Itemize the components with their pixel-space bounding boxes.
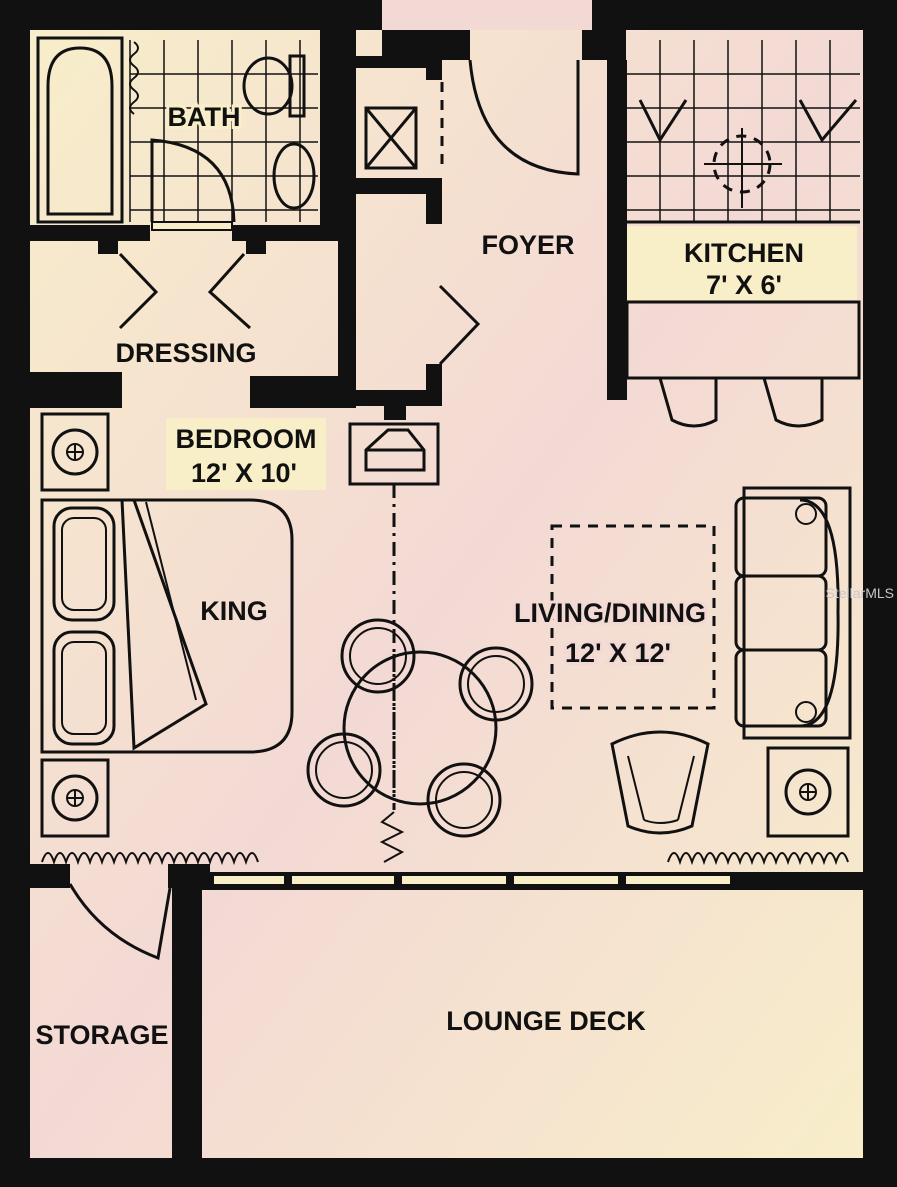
dressing-bifold-left [118,252,159,330]
kitchen-tile-grid [627,40,860,222]
watermark: StellarMLS [826,585,894,601]
kitchen-counter-left [613,127,627,223]
storage-label: STORAGE [35,1020,168,1050]
closet-jamb-2 [426,178,442,224]
outer-wall-top-left [0,0,382,30]
kitchen-dimensions: 7' X 6' [706,270,782,300]
deck-label: LOUNGE DECK [446,1006,646,1036]
bath-label: BATH [168,102,241,132]
bed-label: KING [200,596,268,626]
bed-sheet-fold [120,499,208,751]
bar-stool-2 [762,377,824,428]
heater-right [667,852,849,866]
toilet-tank [288,54,306,118]
storage-right-wall [172,880,202,1160]
bedroom-label-bg [166,418,326,490]
bathtub [36,36,124,224]
dressing-bifold-right [207,252,252,330]
outer-wall-right [863,0,897,1187]
deck: LOUNGE DECK [446,1006,646,1036]
tv-mount [384,404,406,420]
bath-fixtures: BATH [36,36,318,231]
bedroom-dimensions: 12' X 10' [191,458,297,488]
outer-wall-top-right [592,0,897,30]
entry-door-swing [468,59,580,176]
bar-stool-1 [658,377,718,428]
pillow-top [52,506,116,622]
outer-wall-left [0,0,30,1187]
end-table [766,746,850,838]
toilet-bowl [242,56,294,116]
area-rug [550,524,716,710]
entry-jamb-right [582,30,626,60]
bath-bottom-wall [30,225,150,241]
living-fixtures: LIVING/DINING 12' X 12' [306,486,852,866]
bedroom-label: BEDROOM [176,424,317,454]
dressing-bottom-wall-left [30,372,122,408]
storage-door-swing [68,883,172,961]
sofa [742,486,852,740]
dining-table [342,650,498,806]
closet-bottom-wall [340,390,442,406]
king-bed [40,498,294,754]
kitchen-label-bg [627,226,857,300]
closet-mid-wall [356,178,442,194]
nightstand-bottom [40,758,110,838]
bath-tile-grid [129,40,318,222]
storage-fixtures: STORAGE [35,883,172,1050]
kitchen-label: KITCHEN [684,238,804,268]
shower-curtain [129,41,139,115]
range-left-v [638,99,688,144]
storage-top-wall [30,864,70,888]
foyer-fixtures: FOYER [364,59,580,366]
closet-jamb-1 [426,56,442,80]
water-heater-box [364,106,418,170]
closet-bifold-door [438,284,481,366]
dressing-fixtures: DRESSING [98,240,266,368]
dressing-label: DRESSING [115,338,256,368]
living-dimensions: 12' X 12' [565,638,671,668]
closet-top-wall [356,56,428,68]
armchair [610,730,710,835]
kitchen-fixtures: KITCHEN 7' X 6' [613,40,861,428]
bedroom-fixtures: BEDROOM 12' X 10' KING [40,412,440,866]
kitchen-left-wall [607,60,627,400]
dressing-bottom-wall-right [250,376,356,408]
dining-chair-4 [426,762,502,838]
sink [272,142,316,210]
sliding-door [214,876,730,884]
breakfast-bar [625,300,861,380]
pillow-bottom [52,630,116,746]
living-label: LIVING/DINING [514,598,706,628]
bathtub-basin [46,46,114,216]
range-right-v [798,99,858,143]
cord-zigzag [379,811,405,863]
bath-door-swing [150,138,236,223]
outer-wall-bottom [0,1158,897,1187]
nightstand-top [40,412,110,492]
entry-opening [382,0,592,30]
heater-left [41,852,259,866]
closet-left-wall [338,60,356,394]
foyer-label: FOYER [481,230,574,260]
dining-chair-1 [340,618,416,694]
entry-jamb-left [382,30,470,60]
